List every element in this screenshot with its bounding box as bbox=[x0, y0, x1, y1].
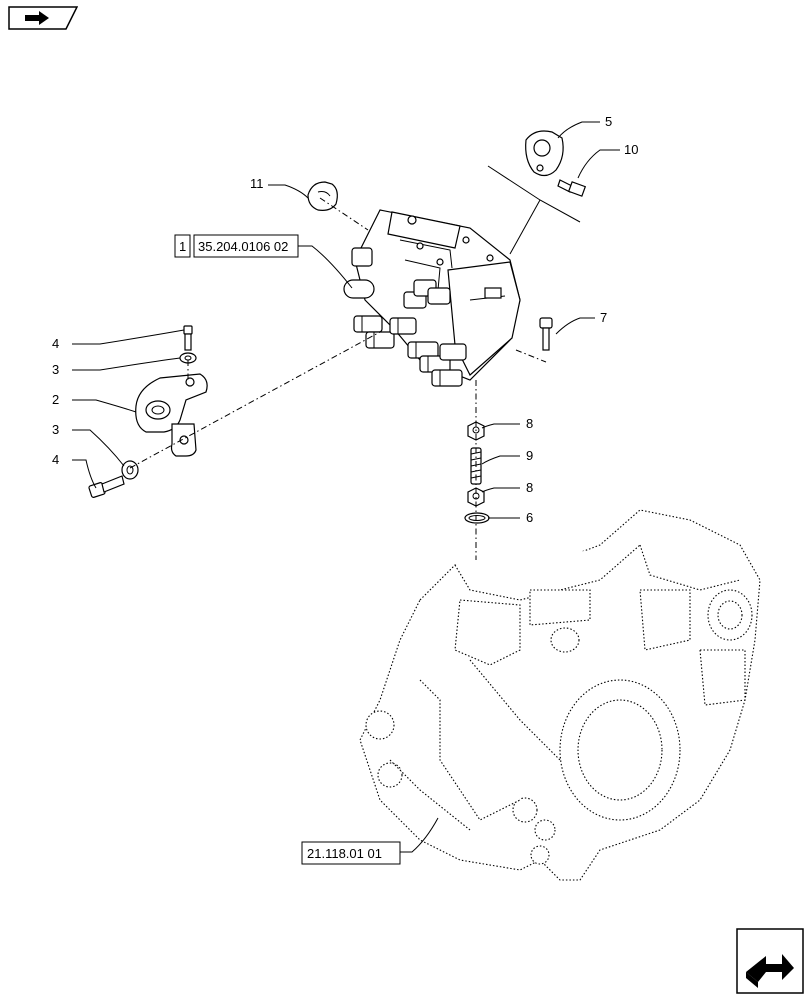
callout-2: 2 bbox=[52, 392, 59, 407]
callout-7: 7 bbox=[600, 310, 607, 325]
part-10-bolt bbox=[557, 179, 587, 197]
part-4-bolt-upper bbox=[183, 325, 193, 351]
previous-page-button[interactable] bbox=[8, 6, 79, 30]
valve-reference-label[interactable]: 35.204.0106 02 bbox=[198, 239, 288, 254]
callout-3-upper: 3 bbox=[52, 362, 59, 377]
part-5-flange bbox=[525, 130, 564, 177]
callout-9: 9 bbox=[526, 448, 533, 463]
callout-5: 5 bbox=[605, 114, 612, 129]
callout-3-lower: 3 bbox=[52, 422, 59, 437]
callout-numbers: 11 5 10 7 4 3 2 3 4 8 9 8 6 bbox=[52, 114, 638, 525]
callout-4-lower: 4 bbox=[52, 452, 59, 467]
part-11-cap bbox=[307, 181, 338, 211]
part-3-washer-lower bbox=[121, 460, 139, 480]
leader-lines bbox=[72, 121, 620, 853]
valve-reference-box[interactable]: 1 35.204.0106 02 bbox=[174, 234, 299, 258]
callout-6: 6 bbox=[526, 510, 533, 525]
part-4-bolt-lower bbox=[88, 475, 125, 498]
next-page-button[interactable] bbox=[736, 928, 804, 994]
previous-page-icon bbox=[8, 6, 79, 30]
part-7-bolt bbox=[539, 317, 553, 351]
control-valve-assembly bbox=[343, 209, 521, 387]
transmission-housing bbox=[359, 509, 761, 881]
callout-11: 11 bbox=[250, 176, 264, 191]
callout-10: 10 bbox=[624, 142, 638, 157]
assembly-center-lines bbox=[129, 197, 547, 560]
housing-reference-label[interactable]: 21.118.01 01 bbox=[307, 846, 382, 861]
next-page-icon bbox=[736, 928, 804, 994]
callout-8-lower: 8 bbox=[526, 480, 533, 495]
callout-8-upper: 8 bbox=[526, 416, 533, 431]
callout-4-upper: 4 bbox=[52, 336, 59, 351]
part-2-bracket bbox=[135, 373, 208, 457]
housing-reference-box[interactable]: 21.118.01 01 bbox=[301, 841, 401, 865]
callout-1: 1 bbox=[179, 239, 186, 254]
part-6-o-ring bbox=[464, 512, 490, 524]
